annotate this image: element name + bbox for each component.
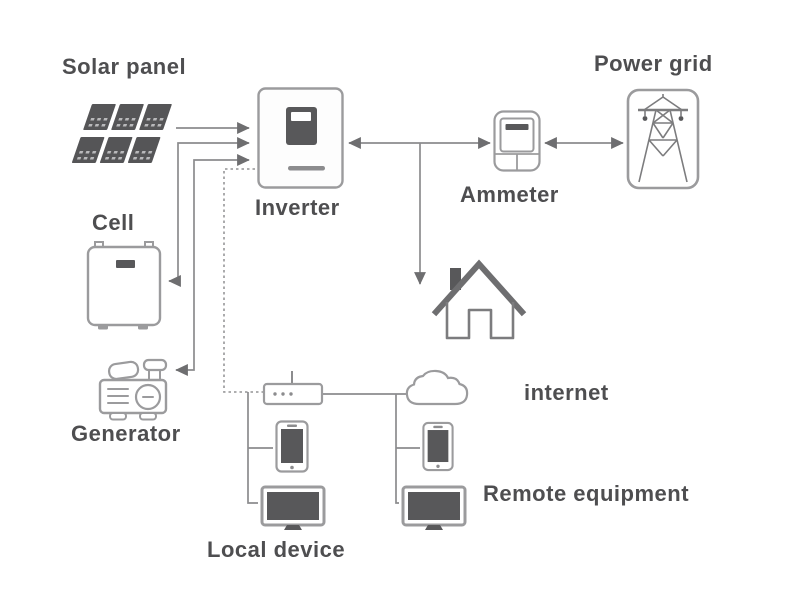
ammeter-label: Ammeter [460,182,559,207]
edge-local-bus [247,392,258,504]
cloud-icon [405,369,469,406]
ammeter-icon [493,110,541,172]
smartphone-icon [275,420,309,473]
power-grid-tower-icon [626,88,700,190]
remote-equipment-label: Remote equipment [483,481,690,506]
router-icon [262,371,324,406]
smartphone-icon [422,421,454,472]
generator-icon [98,358,168,421]
solar-panel-label: Solar panel [62,54,187,79]
inverter-label: Inverter [255,195,340,220]
cell-label: Cell [92,210,135,235]
inverter-icon [257,87,344,189]
internet-label: internet [524,380,609,405]
monitor-icon [260,485,326,530]
edge-cell-inverter [168,137,250,287]
house-icon [431,259,527,340]
battery-icon [86,241,162,330]
edge-generator-inverter [175,154,250,376]
power-grid-label: Power grid [594,51,713,76]
edge-remote-bus [395,394,399,504]
local-device-label: Local device [207,537,346,562]
generator-label: Generator [71,421,181,446]
solar-panel-icon [71,104,172,163]
monitor-icon [401,485,467,530]
